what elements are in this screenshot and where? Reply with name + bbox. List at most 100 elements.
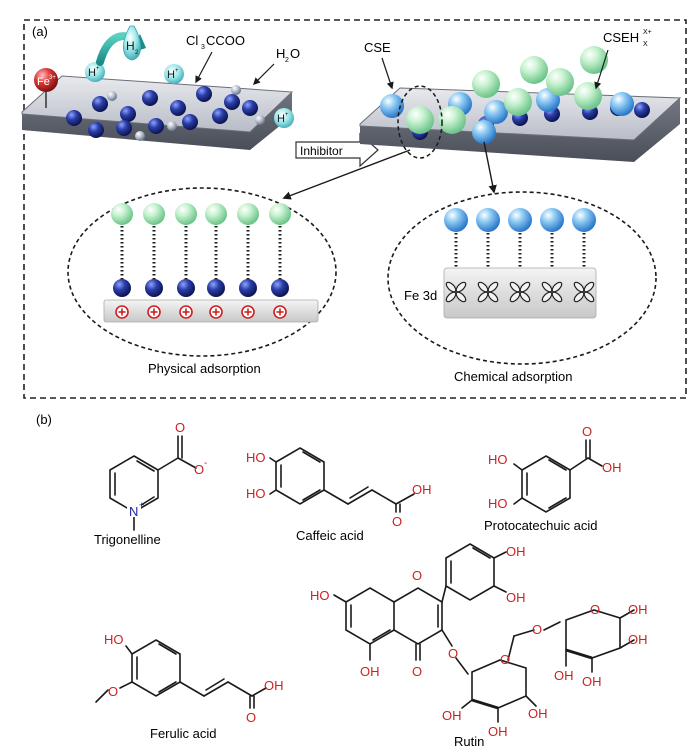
- cse-head: [508, 208, 532, 232]
- d-orbital-lobe: [541, 281, 553, 293]
- water-molecule: [135, 131, 145, 141]
- trigonelline-o-charge: -: [204, 458, 207, 469]
- cse-head: [572, 208, 596, 232]
- ferulic-methoxy-o: O: [108, 684, 118, 699]
- d-orbital-lobe: [445, 281, 457, 293]
- cseh-molecule: [472, 70, 500, 98]
- d-orbital-lobe: [541, 291, 553, 303]
- rutin-linker-o: O: [532, 622, 542, 637]
- anion-adsorbed: [271, 279, 289, 297]
- cseh-head: [175, 203, 197, 225]
- inhibitor-label: Inhibitor: [300, 144, 343, 158]
- h-plus-charge: +: [175, 68, 179, 74]
- trigonelline-n-charge: +: [139, 500, 144, 510]
- ferulic-oh: OH: [264, 678, 284, 693]
- d-orbital-lobe: [551, 291, 563, 303]
- panel-b-label: (b): [36, 412, 52, 427]
- water-rest: O: [290, 46, 300, 61]
- d-orbital-lobe: [573, 281, 585, 293]
- trigonelline-structure: O O - N +: [109, 420, 207, 531]
- iron-atom: [212, 108, 228, 124]
- compound-name-protocatechuic-acid: Protocatechuic acid: [484, 518, 597, 533]
- trichloroacetate-sub: 3: [201, 44, 205, 51]
- iron-atom: [148, 118, 164, 134]
- anion-adsorbed: [177, 279, 195, 297]
- d-orbital-lobe: [455, 291, 467, 303]
- d-orbital-lobe: [583, 281, 595, 293]
- protocatechuic-acid-structure: HO HO O OH: [488, 424, 622, 513]
- rutin-ho-7: HO: [310, 588, 330, 603]
- d-orbital-lobe: [487, 281, 499, 293]
- rutin-oh-glc-4: OH: [528, 706, 548, 721]
- rutin-rhamnose-ring-o: O: [590, 602, 600, 617]
- fe-ion-charge: 3+: [49, 75, 56, 81]
- d-orbital-lobe: [583, 291, 595, 303]
- d-orbital-lobe: [519, 291, 531, 303]
- ferulic-ho: HO: [104, 632, 124, 647]
- rutin-oh-5: OH: [360, 664, 380, 679]
- h-plus-charge: +: [96, 66, 100, 72]
- compound-name-caffeic-acid: Caffeic acid: [296, 528, 364, 543]
- cse-text: CSE: [364, 40, 391, 55]
- d-orbital-lobe: [477, 291, 489, 303]
- h2-label: H: [126, 39, 135, 53]
- panel-a-label: (a): [32, 24, 48, 39]
- cseh-molecule: [580, 46, 608, 74]
- h-plus-ion-3: H +: [274, 108, 294, 128]
- iron-atom: [116, 120, 132, 136]
- cseh-head: [143, 203, 165, 225]
- h-plus-label: H: [88, 67, 96, 79]
- physical-chains: [111, 203, 291, 319]
- fe3d-label: Fe 3d: [404, 288, 437, 303]
- rutin-glucose-ring-o: O: [500, 652, 510, 667]
- cse-label: CSE: [364, 40, 394, 90]
- caffeic-oh: OH: [412, 482, 432, 497]
- panel-a-frame: [23, 19, 687, 399]
- cseh-molecule: [406, 106, 434, 134]
- fe-ion-label: Fe: [37, 76, 50, 88]
- h2-bubble: H 2: [123, 25, 141, 61]
- iron-atom: [66, 110, 82, 126]
- cseh-label: CSEH X+ X: [594, 29, 652, 90]
- cseh-head: [269, 203, 291, 225]
- trigonelline-carboxylate-o: O: [194, 462, 204, 477]
- physical-adsorption-label: Physical adsorption: [148, 361, 261, 376]
- rutin-structure: HO O OH OH OH O O O O O OH OH OH OH OH O…: [310, 543, 648, 739]
- compound-name-ferulic-acid: Ferulic acid: [150, 726, 216, 741]
- ferulic-carbonyl-o: O: [246, 710, 256, 725]
- iron-atom: [242, 100, 258, 116]
- rutin-carbonyl-o: O: [412, 664, 422, 679]
- ferulic-acid-structure: HO O O OH: [95, 632, 284, 725]
- d-orbital-lobe: [509, 281, 521, 293]
- d-orbital-lobe: [509, 291, 521, 303]
- cseh-text: CSEH: [603, 30, 639, 45]
- rutin-oh-rha-3: OH: [628, 632, 648, 647]
- cse-head: [476, 208, 500, 232]
- h2-subscript: 2: [135, 50, 139, 56]
- protocatechuic-carbonyl-o: O: [582, 424, 592, 439]
- d-orbital-lobe: [455, 281, 467, 293]
- physical-adsorption-inset: [67, 187, 337, 357]
- iron-atom: [170, 100, 186, 116]
- cseh-molecule: [520, 56, 548, 84]
- cseh-molecule: [438, 106, 466, 134]
- cse-molecule: [380, 94, 404, 118]
- rutin-oh-glc-2: OH: [442, 708, 462, 723]
- cse-head: [540, 208, 564, 232]
- rutin-oh-rha-4b: OH: [554, 668, 574, 683]
- compound-name-trigonelline: Trigonelline: [94, 532, 161, 547]
- left-surface-atoms: [66, 85, 265, 141]
- d-orbital-lobe: [487, 291, 499, 303]
- rutin-oh-3p: OH: [506, 544, 526, 559]
- water-sub: 2: [285, 57, 289, 64]
- trichloroacetate-text: Cl: [186, 33, 198, 48]
- water-label: H 2 O: [252, 46, 300, 86]
- cseh-charge: X+: [643, 29, 652, 36]
- d-orbital-lobe: [477, 281, 489, 293]
- protocatechuic-oh: OH: [602, 460, 622, 475]
- iron-atom: [182, 114, 198, 130]
- iron-atom: [92, 96, 108, 112]
- cseh-head: [111, 203, 133, 225]
- cse-molecule: [610, 92, 634, 116]
